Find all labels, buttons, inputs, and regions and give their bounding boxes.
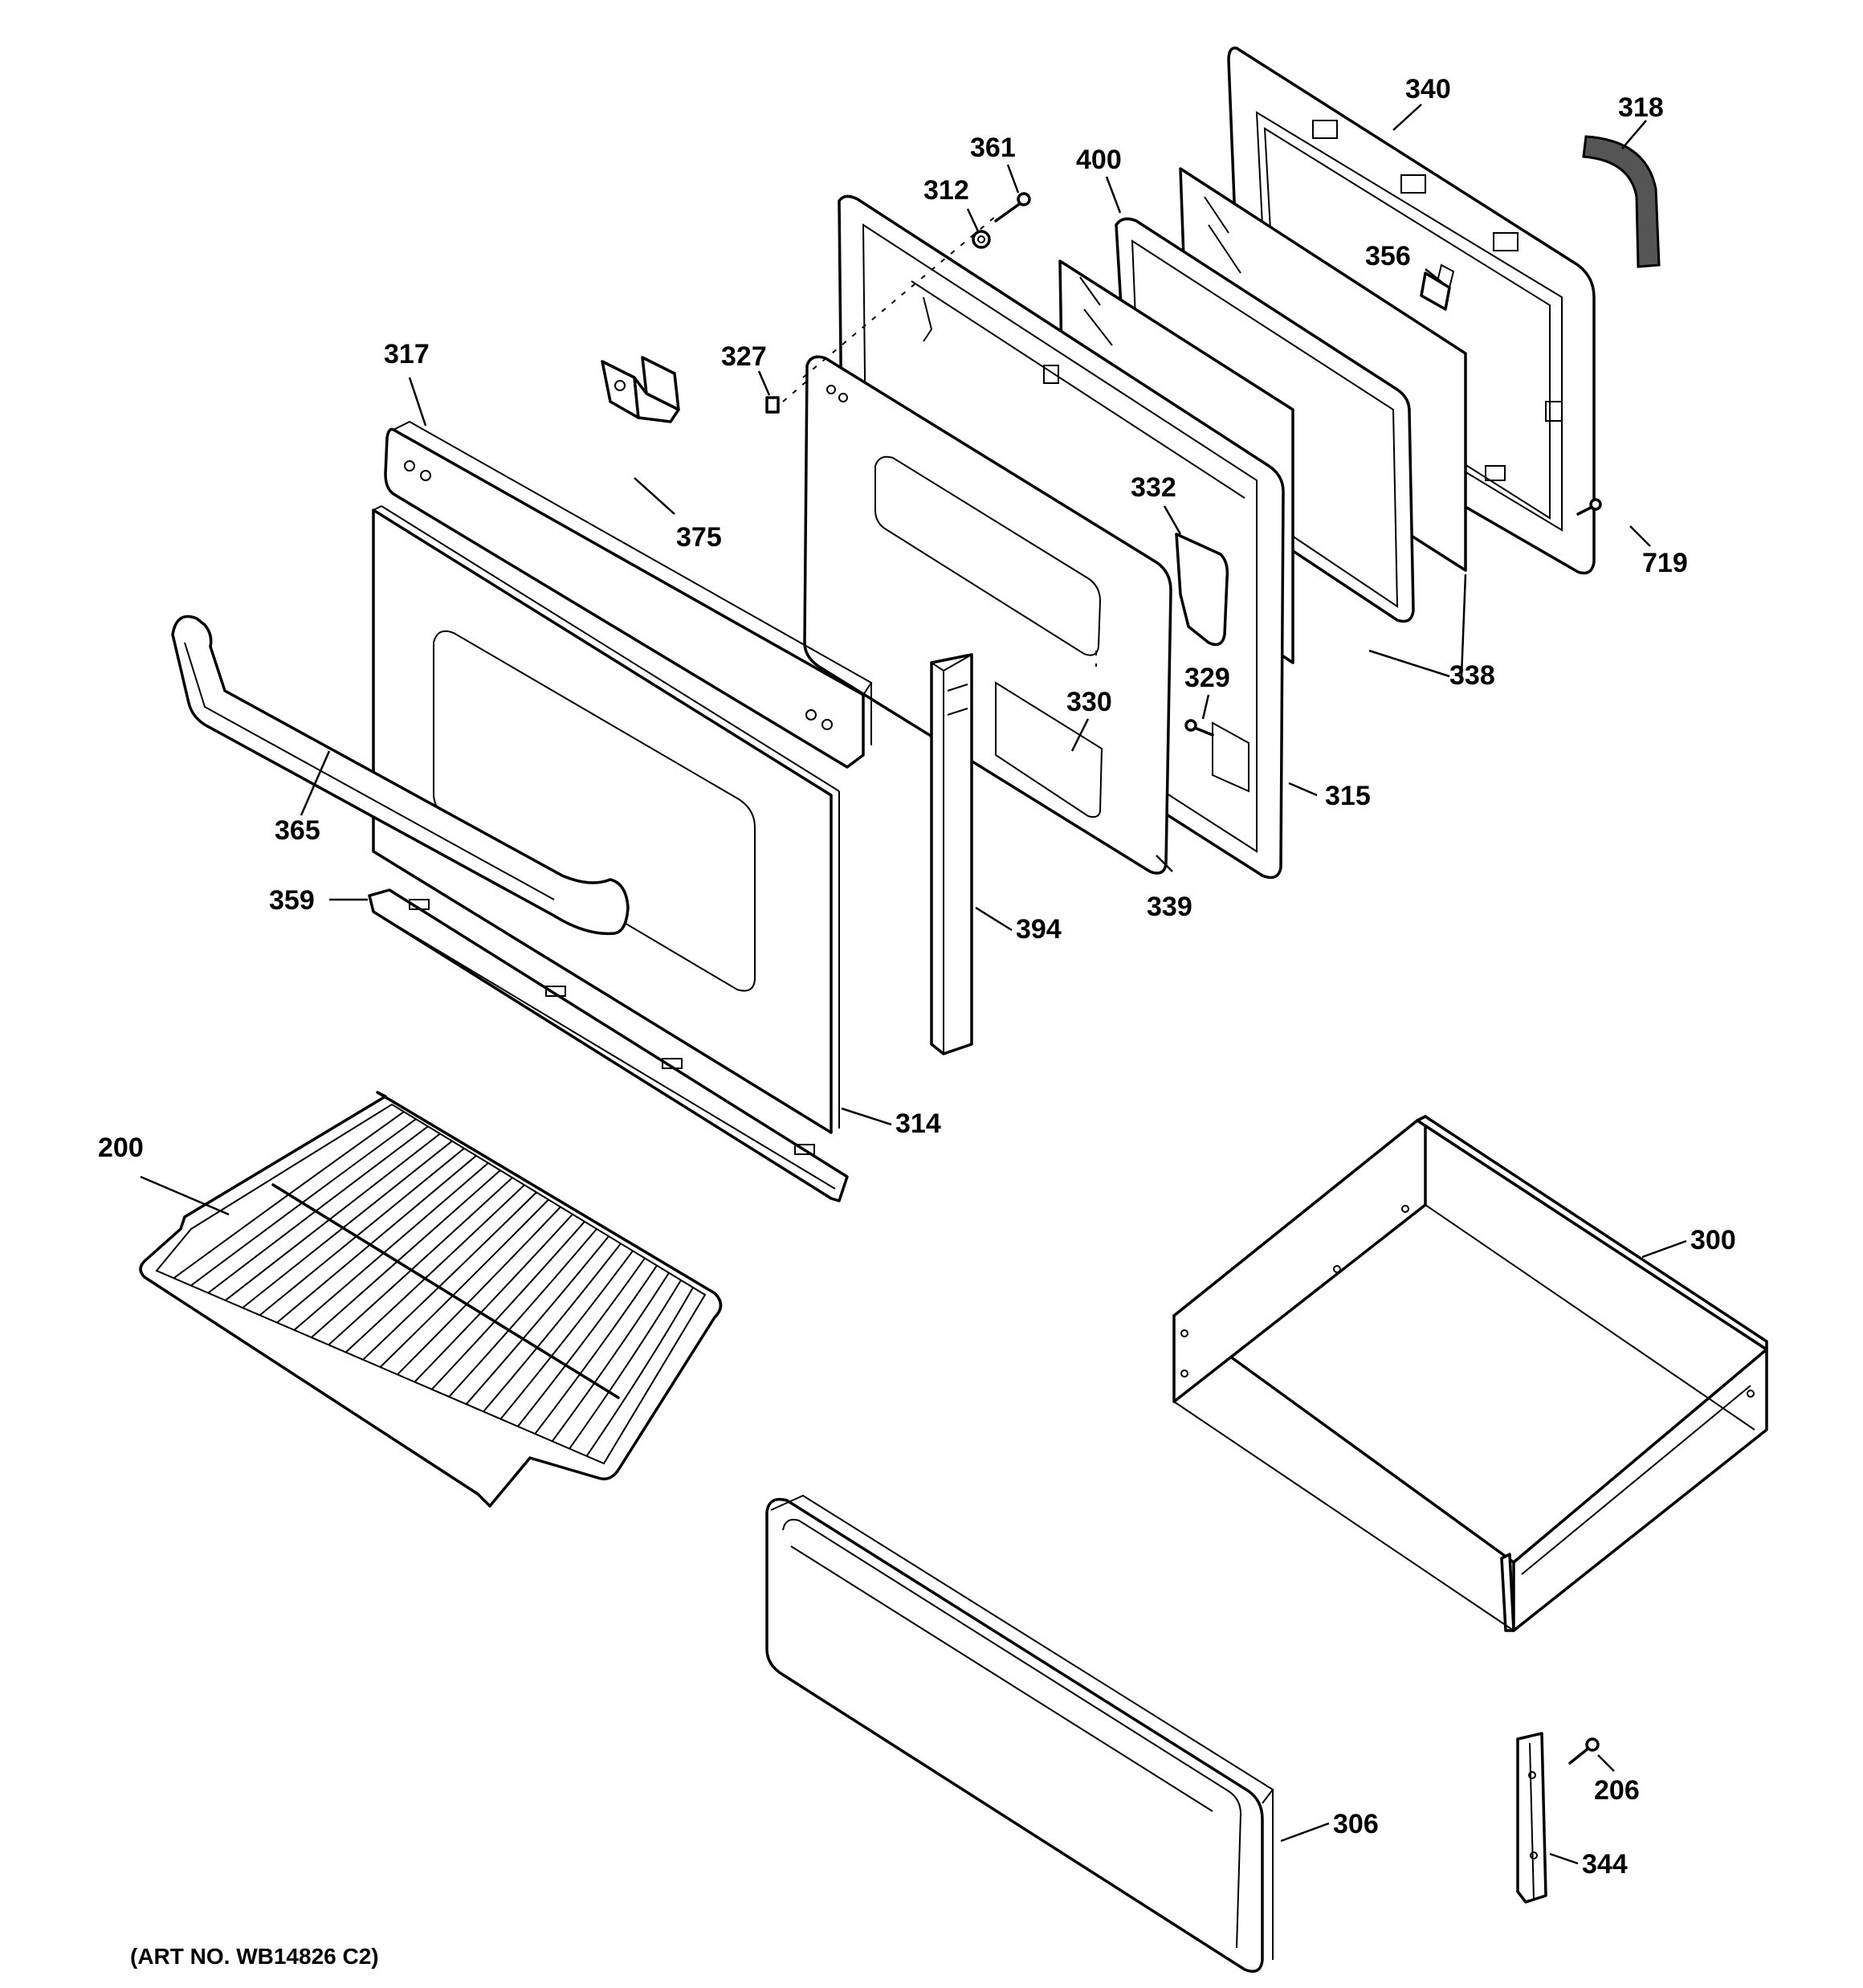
rack-wire	[379, 1198, 549, 1368]
callout-200: 200	[98, 1133, 144, 1163]
part-327-clip	[765, 396, 780, 414]
callout-359: 359	[269, 885, 315, 916]
rack-wire	[431, 1221, 585, 1390]
rack-wire	[207, 1125, 429, 1294]
rack-wire	[517, 1257, 646, 1427]
rack-wire	[483, 1243, 622, 1413]
callout-344: 344	[1582, 1849, 1628, 1880]
leader-lines	[140, 104, 1687, 1865]
callout-338: 338	[1449, 660, 1495, 691]
callout-365: 365	[275, 815, 320, 846]
rack-wire	[344, 1184, 525, 1353]
rack-wire	[276, 1155, 477, 1324]
rack-wire	[569, 1280, 682, 1450]
callout-394: 394	[1016, 914, 1062, 945]
part-719-screw	[1576, 498, 1602, 516]
callout-315: 315	[1325, 781, 1371, 811]
callout-314: 314	[895, 1108, 941, 1139]
part-300-drawer-box	[1172, 1115, 1768, 1632]
rack-wire	[362, 1191, 537, 1361]
callout-361: 361	[970, 133, 1016, 163]
rack-wire	[190, 1118, 417, 1287]
rack-wire	[173, 1111, 405, 1280]
callout-317: 317	[384, 339, 430, 369]
part-312-washer	[972, 230, 991, 249]
callout-labels: 340 318 361 400 312 356 327 317 332 719 …	[98, 74, 1736, 1880]
part-344-slide-bracket	[1516, 1732, 1547, 1904]
rack-wire	[397, 1206, 561, 1375]
callout-340: 340	[1405, 74, 1451, 104]
rack-wire	[585, 1287, 694, 1457]
callout-206: 206	[1594, 1775, 1640, 1806]
part-394-vent-duct	[930, 653, 973, 1055]
part-200-oven-rack	[139, 1091, 723, 1508]
callout-375: 375	[676, 522, 722, 553]
part-365-handle	[171, 614, 630, 936]
callout-300: 300	[1690, 1225, 1736, 1255]
rack-wire	[242, 1140, 453, 1308]
part-317-control-trim	[384, 420, 873, 769]
part-306-drawer-front	[765, 1494, 1274, 1973]
callout-356: 356	[1365, 241, 1411, 271]
part-375-hinge-bracket	[601, 356, 680, 423]
part-318-gasket	[1582, 135, 1661, 268]
rack-wire	[225, 1133, 441, 1301]
rack-wire	[465, 1235, 609, 1405]
rack-wire	[328, 1177, 513, 1346]
part-314-outer-door	[372, 505, 840, 1134]
part-206-screw	[1568, 1737, 1600, 1765]
rack-wire	[499, 1250, 634, 1420]
callout-306: 306	[1333, 1809, 1379, 1839]
rack-wires	[173, 1111, 694, 1457]
callout-719: 719	[1642, 548, 1688, 578]
rack-wire	[259, 1147, 465, 1316]
part-339-inner-door	[803, 355, 1172, 875]
callout-329: 329	[1184, 663, 1230, 693]
part-340-door-panel	[1227, 47, 1596, 575]
rack-wire	[414, 1214, 573, 1383]
part-361-screw	[994, 192, 1031, 222]
callout-327: 327	[721, 341, 767, 372]
callout-330: 330	[1066, 687, 1112, 717]
rack-wire	[551, 1272, 670, 1442]
rack-wire	[293, 1162, 489, 1331]
callout-400: 400	[1076, 145, 1122, 175]
rack-wire	[534, 1264, 658, 1435]
callout-312: 312	[923, 175, 969, 206]
art-number: (ART NO. WB14826 C2)	[130, 1944, 379, 1969]
rack-wire	[448, 1228, 597, 1398]
callout-339: 339	[1147, 892, 1192, 922]
callout-332: 332	[1131, 472, 1176, 503]
part-329-screw	[1184, 719, 1214, 737]
rack-wire	[311, 1170, 501, 1338]
part-359-trim-strip	[368, 888, 849, 1202]
part-332-bracket	[1175, 533, 1229, 647]
callout-318: 318	[1618, 92, 1664, 123]
